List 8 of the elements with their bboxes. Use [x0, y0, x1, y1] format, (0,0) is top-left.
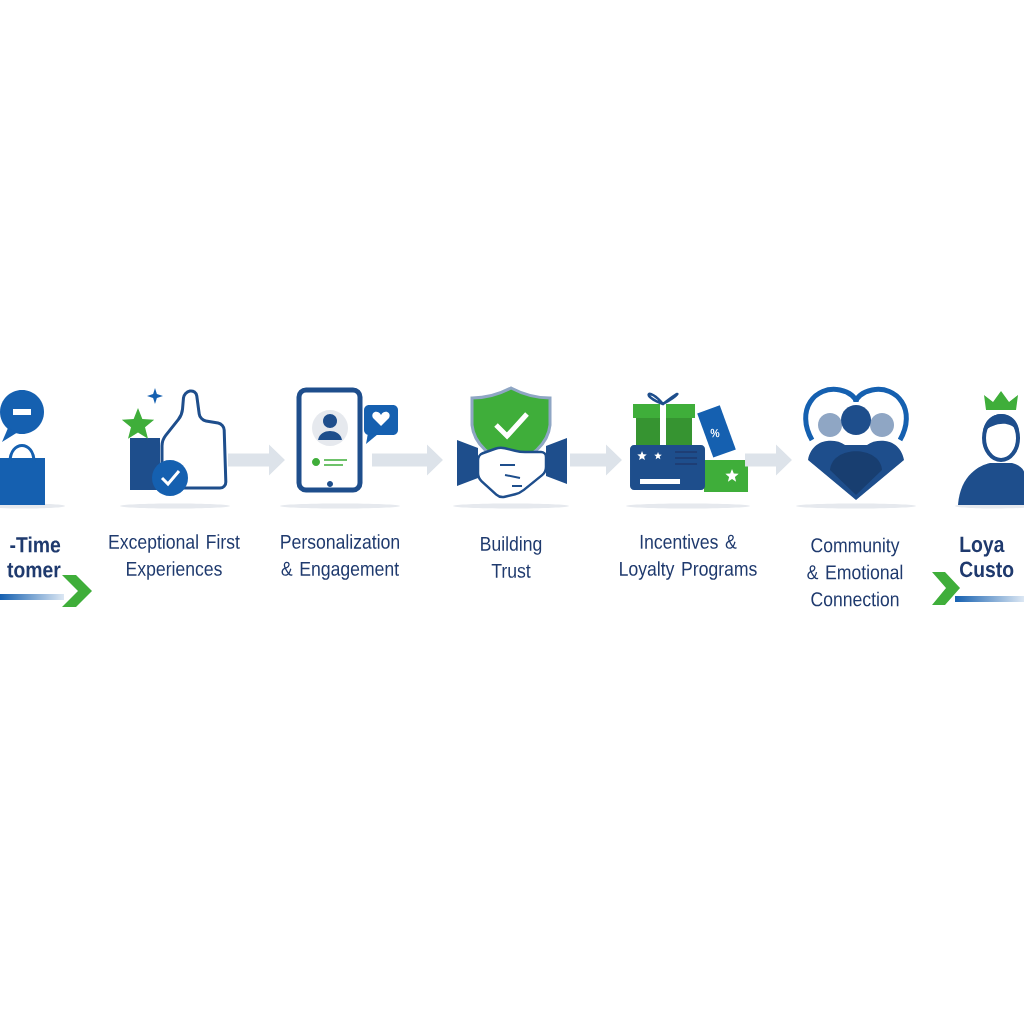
step-label: -Time tomer	[7, 536, 61, 578]
percent-sign: %	[710, 428, 720, 438]
step-label: Exceptional First Experiences	[109, 534, 240, 580]
step-label: Personalization & Engagement	[281, 534, 399, 580]
step-label: Loya Custo	[960, 536, 1014, 578]
step-label: Incentives & Loyalty Programs	[620, 534, 757, 580]
step-label: Building Trust	[481, 536, 542, 578]
step-label: Community & Emotional Connection	[807, 537, 903, 607]
